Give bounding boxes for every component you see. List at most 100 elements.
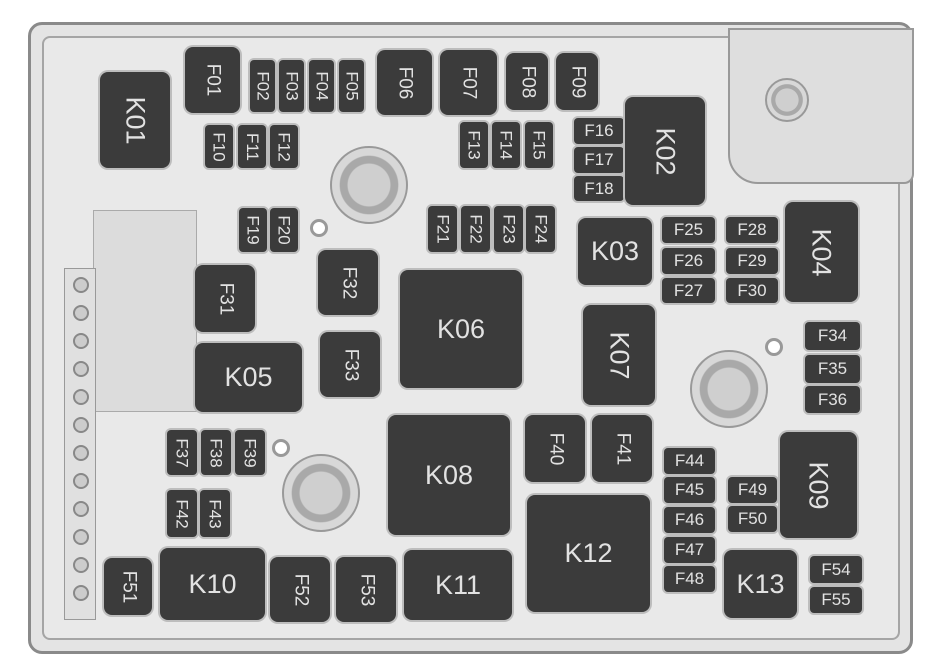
fuse-f34: F34	[805, 322, 860, 350]
part-label: F31	[215, 282, 236, 315]
relay-k04: K04	[785, 202, 858, 302]
fuse-f37: F37	[167, 430, 197, 475]
fuse-f17: F17	[574, 147, 624, 173]
relay-k02: K02	[625, 97, 705, 205]
part-label: F36	[817, 389, 848, 409]
fuse-f02: F02	[250, 60, 275, 112]
fuse-f32: F32	[318, 250, 378, 315]
part-label: F50	[737, 509, 768, 528]
fuse-f33: F33	[320, 332, 380, 397]
part-label: K13	[736, 568, 785, 599]
fuse-f14: F14	[492, 122, 520, 168]
connector-pin	[73, 501, 89, 517]
fuse-f22: F22	[461, 206, 490, 252]
battery-terminal-bracket	[728, 28, 914, 184]
part-label: K09	[803, 460, 834, 510]
relay-k07: K07	[583, 305, 655, 405]
part-label: F43	[205, 498, 225, 529]
fuse-f21: F21	[428, 206, 457, 252]
fuse-f25: F25	[662, 217, 715, 243]
part-label: F34	[817, 326, 848, 345]
relay-k10: K10	[160, 548, 265, 620]
fuse-f15: F15	[525, 122, 553, 168]
part-label: F22	[466, 214, 486, 244]
part-label: F08	[517, 65, 538, 98]
mounting-bolt	[282, 454, 360, 532]
fuse-f11: F11	[238, 125, 266, 168]
fuse-f41: F41	[592, 415, 652, 482]
part-label: F41	[612, 432, 633, 465]
part-label: K06	[436, 313, 486, 344]
connector-pin	[73, 529, 89, 545]
part-label: K05	[224, 362, 273, 392]
part-label: F27	[673, 280, 704, 300]
part-label: F01	[202, 63, 224, 97]
relay-k05: K05	[195, 343, 302, 412]
fuse-f30: F30	[726, 278, 778, 303]
fuse-f48: F48	[664, 566, 715, 592]
fuse-f20: F20	[270, 208, 298, 252]
fuse-f49: F49	[728, 477, 777, 503]
part-label: F37	[172, 437, 192, 468]
fuse-f39: F39	[235, 430, 265, 475]
part-label: F33	[340, 348, 361, 381]
fuse-f12: F12	[270, 125, 298, 168]
fuse-f35: F35	[805, 355, 860, 383]
fuse-f29: F29	[726, 248, 778, 274]
part-label: F07	[458, 66, 480, 99]
mounting-bolt	[690, 350, 768, 428]
part-label: K03	[590, 236, 640, 266]
connector-pin	[73, 277, 89, 293]
part-label: F23	[499, 214, 519, 244]
part-label: F30	[737, 280, 767, 300]
fuse-f10: F10	[205, 125, 233, 168]
connector-pin	[73, 473, 89, 489]
part-label: F48	[674, 569, 705, 588]
relay-k01: K01	[100, 72, 170, 168]
part-label: K04	[806, 227, 837, 277]
locating-hole	[272, 439, 290, 457]
part-label: F09	[567, 65, 588, 98]
fuse-f42: F42	[167, 490, 197, 537]
fuse-f40: F40	[525, 415, 585, 482]
part-label: F54	[821, 559, 851, 579]
part-label: K10	[188, 568, 237, 599]
part-label: F03	[282, 71, 302, 101]
relay-k03: K03	[578, 218, 652, 285]
part-label: F20	[275, 215, 295, 245]
fuse-f50: F50	[728, 506, 777, 532]
locating-hole	[310, 219, 328, 237]
part-label: F46	[674, 510, 705, 529]
fuse-f07: F07	[440, 50, 497, 115]
relay-k08: K08	[388, 415, 510, 535]
part-label: F49	[737, 480, 768, 499]
part-label: F24	[531, 214, 551, 244]
fuse-f23: F23	[494, 206, 523, 252]
fuse-f44: F44	[664, 448, 715, 474]
part-label: F15	[530, 130, 550, 160]
fuse-f26: F26	[662, 248, 715, 274]
fuse-f27: F27	[662, 278, 715, 303]
part-label: F16	[584, 121, 614, 140]
part-label: K11	[434, 569, 482, 600]
fuse-f52: F52	[270, 557, 330, 622]
fuse-f51: F51	[104, 558, 152, 615]
locating-hole	[765, 338, 783, 356]
fuse-f03: F03	[279, 60, 304, 112]
part-label: F19	[244, 215, 264, 245]
part-label: F13	[465, 130, 485, 160]
part-label: F12	[275, 131, 295, 162]
fuse-f28: F28	[726, 217, 778, 243]
part-label: F05	[342, 71, 362, 101]
fuse-f31: F31	[195, 265, 255, 332]
fuse-f13: F13	[460, 122, 488, 168]
relay-k06: K06	[400, 270, 522, 388]
fuse-f09: F09	[556, 53, 598, 110]
relay-k13: K13	[724, 550, 797, 618]
part-label: F32	[338, 266, 359, 299]
terminal-nut	[765, 78, 809, 122]
connector-pin	[73, 445, 89, 461]
connector-pin	[73, 361, 89, 377]
part-label: K12	[564, 538, 613, 568]
fuse-f43: F43	[200, 490, 230, 537]
